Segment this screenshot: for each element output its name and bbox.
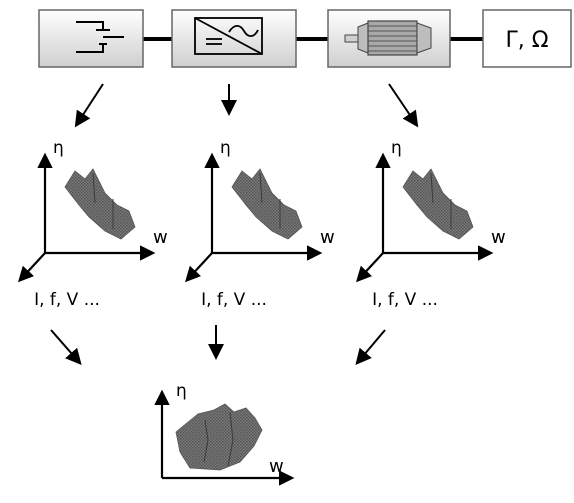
battery-icon [76, 21, 124, 53]
motor-efficiency-plot: η w I, f, V ... [356, 138, 506, 310]
inverter-efficiency-plot: η w I, f, V ... [185, 138, 335, 310]
load-block: Γ, Ω [482, 9, 572, 68]
result-surface [175, 403, 263, 471]
component-plots: η w I, f, V ... η w I, f, V ... η w I, f, V ... [18, 138, 506, 310]
inverter-icon [194, 17, 263, 55]
result-y-label: η [176, 381, 187, 401]
z-axis [185, 252, 213, 283]
z-axis [356, 252, 384, 283]
x-axis-label: w [153, 227, 168, 248]
motor-icon [344, 20, 432, 56]
arrow-plot3-result [355, 329, 386, 366]
y-axis-label: η [53, 138, 64, 158]
y-axis-label: η [220, 138, 231, 158]
result-plot: η w [154, 381, 295, 486]
result-x-label: w [269, 456, 284, 477]
arrow-source-plot [74, 83, 104, 128]
arrow-motor-plot [388, 83, 419, 128]
z-axis [18, 252, 46, 283]
arrow-plot1-result [50, 329, 82, 366]
efficiency-surface [402, 168, 474, 240]
x-axis-label: w [320, 227, 335, 248]
source-efficiency-plot: η w I, f, V ... [18, 138, 168, 310]
motor-block [327, 9, 451, 68]
z-axis-label: I, f, V ... [201, 290, 267, 310]
block-chain: Γ, Ω [38, 9, 572, 68]
y-axis-label: η [391, 138, 402, 158]
x-axis-label: w [491, 227, 506, 248]
load-label: Γ, Ω [505, 28, 548, 53]
source-block [38, 9, 144, 68]
plot-to-result-arrows [50, 325, 386, 366]
z-axis-label: I, f, V ... [34, 290, 100, 310]
inverter-block [171, 9, 297, 68]
z-axis-label: I, f, V ... [372, 290, 438, 310]
block-to-plot-arrows [74, 83, 419, 128]
efficiency-surface [64, 168, 136, 240]
efficiency-surface [231, 168, 303, 240]
